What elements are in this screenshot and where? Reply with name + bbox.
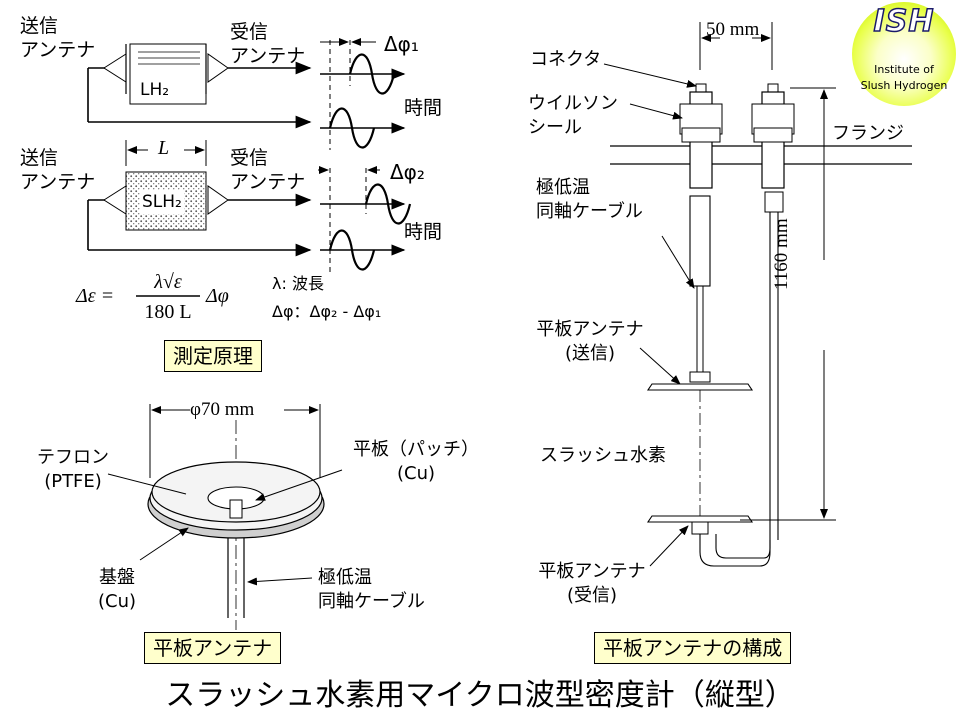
rx-plate-label: 平板アンテナ (受信) [538, 561, 646, 606]
substrate-label: 基盤 (Cu) [97, 567, 137, 612]
time-label-1: 時間 [404, 97, 443, 119]
formula-rhs: Δφ [206, 285, 229, 307]
length-label: 1160 mm [771, 218, 792, 290]
antenna-assembly-drawing [603, 22, 912, 567]
ish-logo-mark: ISH [873, 3, 935, 40]
assembly-caption-box: 平板アンテナの構成 [594, 632, 792, 664]
tx-antenna-label-2: 送信 アンテナ [20, 147, 96, 193]
page-title: スラッシュ水素用マイクロ波型密度計（縦型） [165, 678, 795, 713]
connector-label: コネクタ [530, 49, 602, 70]
ish-logo-line2: Slush Hydrogen [860, 79, 948, 92]
assembly-coax-label: 極低温 同軸ケーブル [536, 177, 643, 222]
principle-caption-box: 測定原理 [164, 340, 262, 372]
patch-label: 平板（パッチ） (Cu) [353, 439, 479, 484]
formula-numerator: λ√ε [154, 271, 182, 293]
formula-denominator: 180 L [144, 301, 192, 323]
flat-antenna-drawing [107, 404, 343, 630]
spacing-label: 50 mm [706, 19, 760, 40]
ish-logo-line1: Institute of [874, 63, 934, 76]
diameter-label: φ70 mm [190, 399, 255, 420]
legend-dphi: Δφ：Δφ₂ - Δφ₁ [272, 302, 382, 321]
slh2-label: SLH₂ [140, 190, 184, 214]
time-label-2: 時間 [404, 221, 443, 243]
dphi2-label: Δφ₂ [390, 160, 425, 184]
tx-antenna-label-1: 送信 アンテナ [20, 15, 96, 61]
legend-lambda: λ: 波長 [272, 274, 324, 293]
tx-plate-label: 平板アンテナ (送信) [536, 319, 644, 364]
formula-lhs: Δε = [76, 285, 115, 307]
rx-antenna-label-2: 受信 アンテナ [230, 147, 306, 193]
dphi1-label: Δφ₁ [384, 32, 419, 56]
length-symbol: L [158, 137, 170, 159]
teflon-label: テフロン (PTFE) [37, 447, 109, 492]
flange-label: フランジ [832, 123, 904, 144]
flat-antenna-coax-label: 極低温 同軸ケーブル [318, 567, 425, 612]
wilson-seal-label: ウイルソン シール [528, 93, 618, 138]
rx-antenna-label-1: 受信 アンテナ [230, 21, 306, 67]
slush-hydrogen-label: スラッシュ水素 [540, 445, 666, 466]
lh2-label: LH₂ [140, 80, 170, 100]
ish-logo: ISH Institute of Slush Hydrogen [852, 2, 956, 106]
flat-antenna-caption-box: 平板アンテナ [144, 632, 282, 664]
